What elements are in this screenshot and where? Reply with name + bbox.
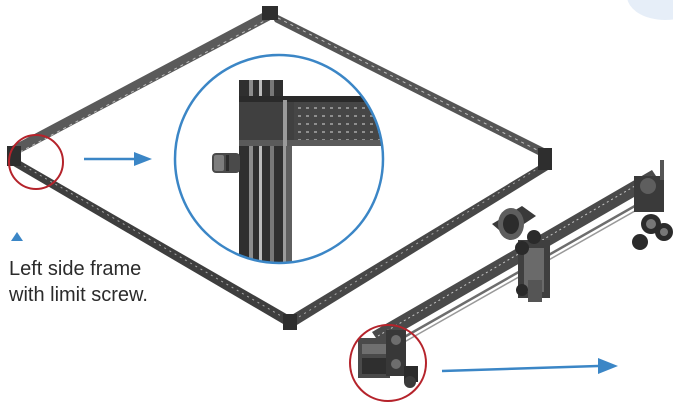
motor-highlight-ring [349,324,427,402]
frame-slot-top-left [19,17,271,153]
triangle-up-icon [11,232,23,241]
frame-corner-top [262,6,278,20]
x-axis-rail [372,170,660,344]
frame-slot-bottom-right [293,163,546,321]
caption-line-2: with limit screw. [9,284,148,306]
corner-glow [627,0,673,20]
frame-corner-bottom [283,314,297,330]
x-axis-assembly [358,160,673,388]
frame-corner-right [538,148,552,170]
frame-slot-bottom-left [13,159,289,321]
frame-slot-top-right [277,17,546,155]
caption-line-1: Left side frame [9,258,142,280]
limit-screw-highlight-ring [8,134,64,190]
square-frame [7,6,552,330]
zoom-detail-ring [173,53,385,265]
frame-rail-top-right [268,10,548,160]
arrow-right-icon [441,358,618,374]
frame-rail-top-left [10,10,278,153]
arrow-right-icon [84,152,152,166]
frame-rail-bottom-left [10,155,290,328]
x-axis-right-end [632,160,673,250]
stepper-motor [358,330,418,388]
zoom-detail [173,53,385,265]
caption: Left side frame with limit screw. [9,226,219,306]
laser-carriage [492,206,550,302]
